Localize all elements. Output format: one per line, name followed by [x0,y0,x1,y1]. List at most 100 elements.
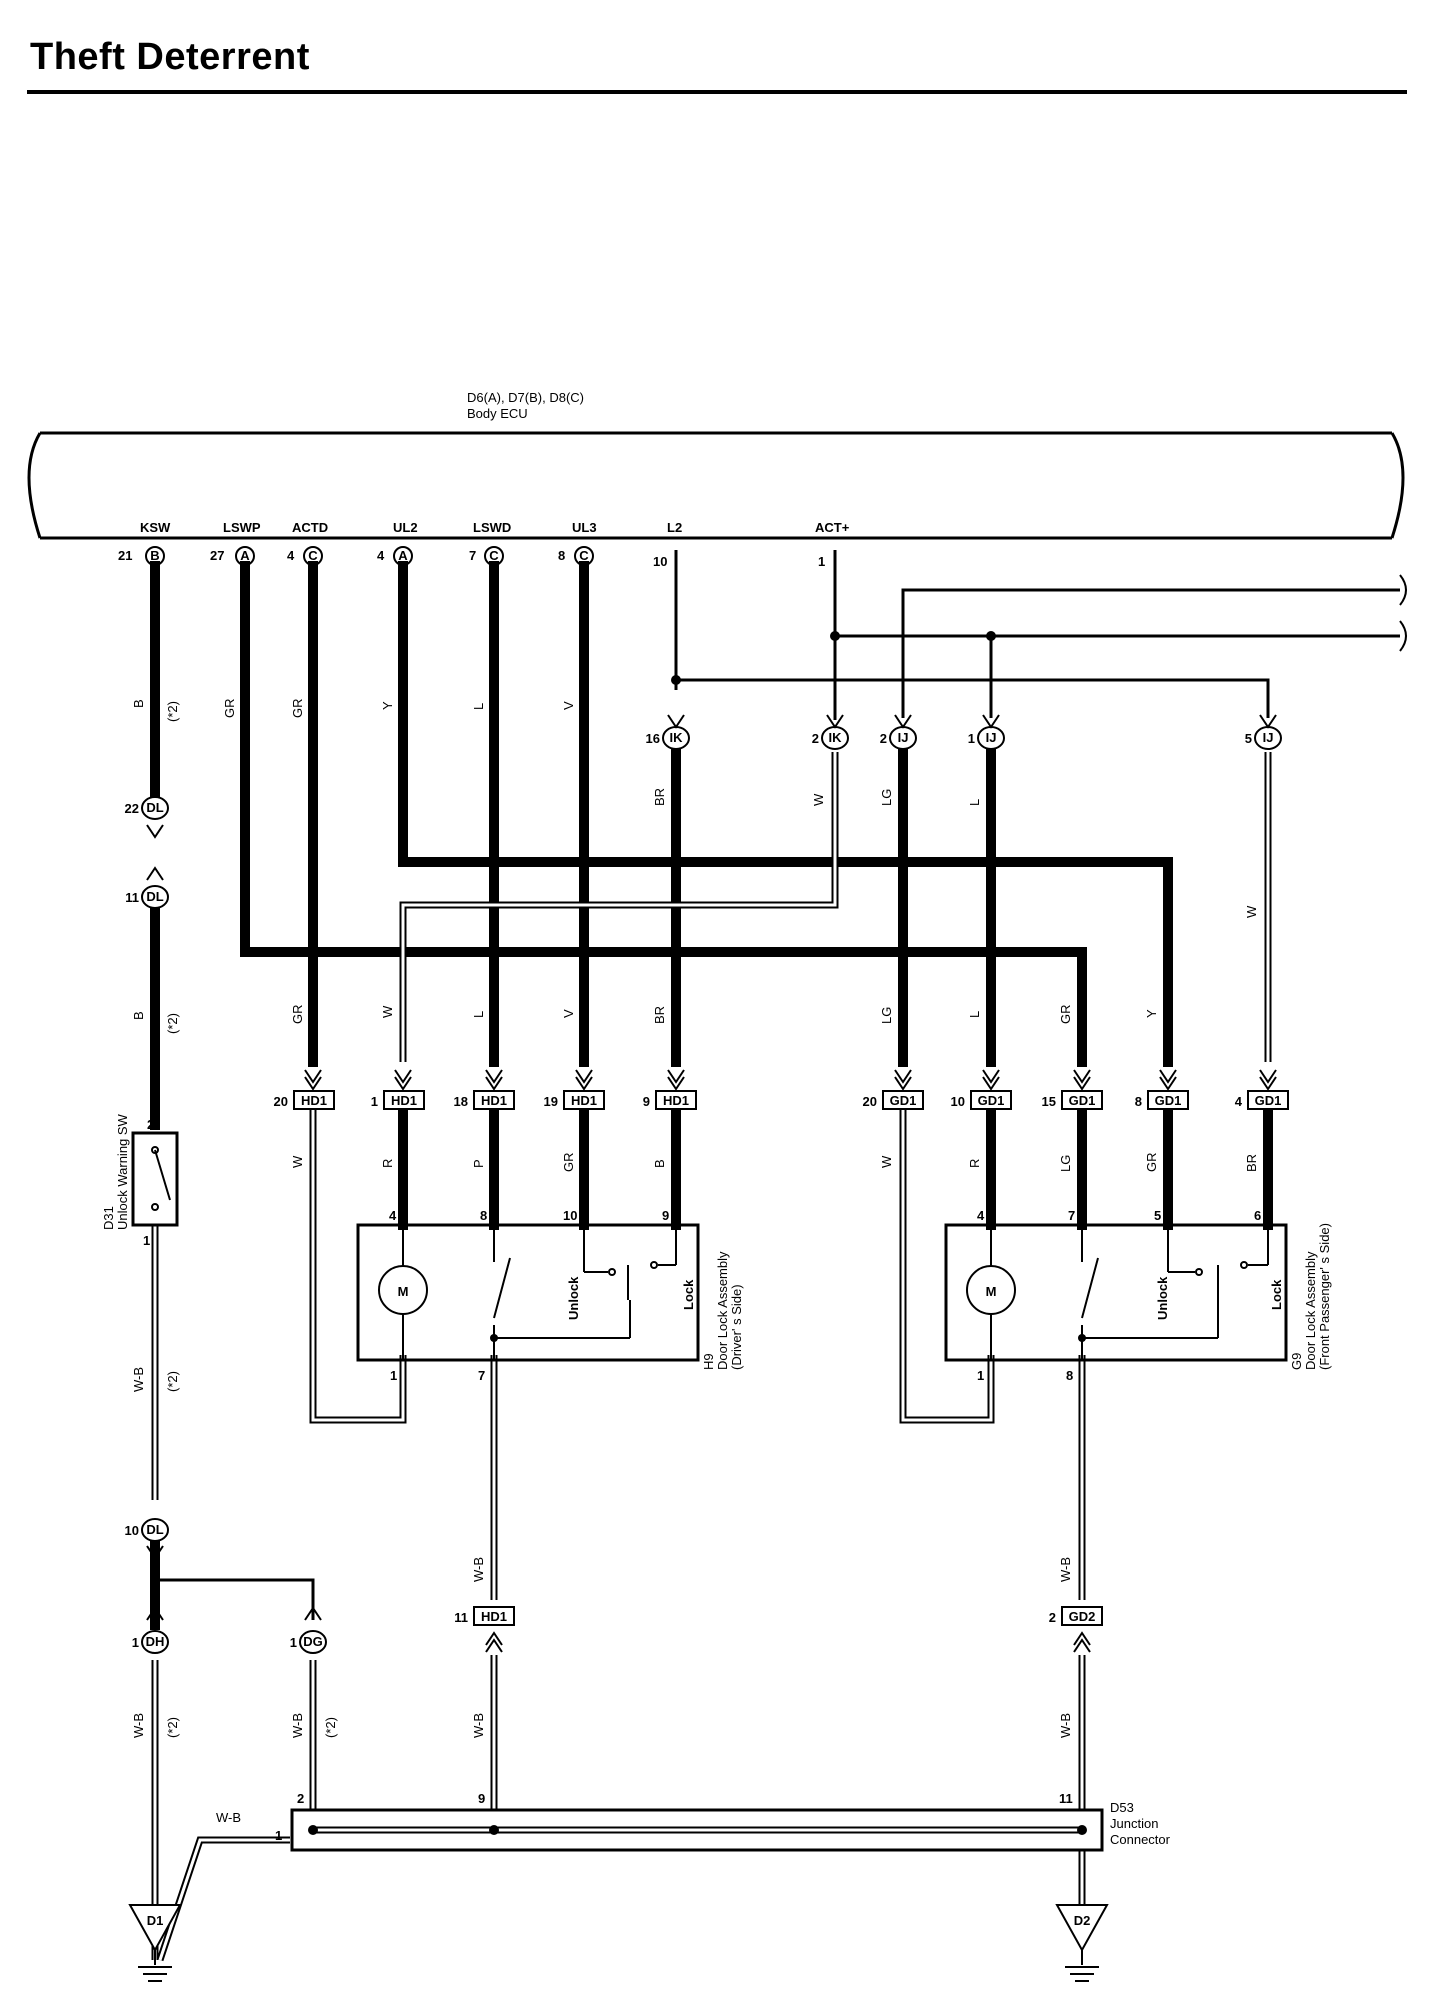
svg-text:GR: GR [290,1005,305,1025]
svg-text:4: 4 [389,1208,397,1223]
svg-text:16: 16 [646,731,660,746]
svg-text:P: P [471,1159,486,1168]
signal-actd: ACTD [292,520,328,535]
svg-text:HD1: HD1 [301,1093,327,1108]
svg-text:W-B: W-B [216,1810,241,1825]
ecu-pin-act-plus: 1 [818,554,825,569]
svg-text:11: 11 [1059,1791,1073,1806]
driver-door-side: (Driver' s Side) [729,1284,744,1370]
inline-connector-codes: IK IK IJ IJ IJ DL DL DL DH DG [146,730,1274,1649]
svg-text:L: L [471,1011,486,1018]
svg-text:A: A [240,548,250,563]
svg-text:1: 1 [371,1094,378,1109]
svg-text:2: 2 [812,731,819,746]
svg-text:GD1: GD1 [978,1093,1005,1108]
svg-text:15: 15 [1042,1094,1056,1109]
title-rule [27,90,1407,94]
passenger-door-id: G9 [1289,1353,1304,1370]
svg-text:L: L [967,1011,982,1018]
svg-text:10: 10 [951,1094,965,1109]
svg-text:W-B: W-B [131,1367,146,1392]
junction-connector-d53 [290,1808,1104,1852]
signal-lswd: LSWD [473,520,511,535]
svg-text:IK: IK [829,730,843,745]
svg-text:W: W [380,1005,395,1018]
svg-text:GR: GR [222,699,237,719]
signal-act-plus: ACT+ [815,520,850,535]
svg-text:W: W [1244,905,1259,918]
svg-text:C: C [308,548,318,563]
svg-text:DH: DH [146,1634,165,1649]
svg-text:W-B: W-B [131,1713,146,1738]
svg-text:BR: BR [652,788,667,806]
svg-text:B: B [652,1159,667,1168]
thin-wires [155,550,1400,1620]
svg-text:GR: GR [290,699,305,719]
inline-connectors-top [141,726,1282,1654]
passenger-unlock-label: Unlock [1155,1276,1170,1320]
svg-text:11: 11 [454,1610,468,1625]
ecu-pin-actd: 4 [287,548,295,563]
svg-text:IJ: IJ [898,730,909,745]
driver-lock-label: Lock [681,1279,696,1310]
svg-text:W-B: W-B [471,1557,486,1582]
svg-text:IJ: IJ [986,730,997,745]
driver-junction-dot [490,1334,498,1342]
svg-text:HD1: HD1 [663,1093,689,1108]
svg-text:DL: DL [146,800,163,815]
driver-unlock-label: Unlock [566,1276,581,1320]
svg-text:GD2: GD2 [1069,1609,1096,1624]
switch-id: D31 [101,1206,116,1230]
svg-text:2: 2 [297,1791,304,1806]
junction-pins: 1 2 9 11 [275,1791,1073,1843]
signal-lswp: LSWP [223,520,261,535]
svg-text:7: 7 [1068,1208,1075,1223]
ground-d1-label: D1 [147,1913,164,1928]
svg-text:R: R [967,1159,982,1168]
svg-text:LG: LG [1058,1155,1073,1172]
thick-wires [150,561,1273,1630]
svg-text:9: 9 [478,1791,485,1806]
svg-text:V: V [561,1009,576,1018]
passenger-junction-dot [1078,1334,1086,1342]
svg-text:1: 1 [968,731,975,746]
ground-d1 [128,1904,182,1982]
ecu-pin-lswd: 7 [469,548,476,563]
svg-text:10: 10 [125,1523,139,1538]
signal-l2: L2 [667,520,682,535]
svg-text:11: 11 [125,890,139,905]
svg-text:10: 10 [563,1208,577,1223]
svg-text:A: A [398,548,408,563]
svg-text:GD1: GD1 [1255,1093,1282,1108]
svg-text:HD1: HD1 [481,1609,507,1624]
svg-text:IJ: IJ [1263,730,1274,745]
driver-door-pins: 4 8 10 9 1 7 [389,1208,669,1383]
svg-text:(*2): (*2) [165,1371,180,1392]
passenger-door-side: (Front Passenger' s Side) [1317,1223,1332,1370]
hd1-gd1-boxes [293,1090,1289,1626]
ecu-name-label: Body ECU [467,406,528,421]
signal-ul3: UL3 [572,520,597,535]
svg-text:1: 1 [390,1368,397,1383]
passenger-door-lock-assembly [944,1223,1288,1362]
svg-text:HD1: HD1 [391,1093,417,1108]
svg-text:8: 8 [1066,1368,1073,1383]
svg-text:W-B: W-B [1058,1557,1073,1582]
svg-text:W: W [879,1155,894,1168]
svg-text:C: C [579,548,589,563]
svg-text:18: 18 [454,1094,468,1109]
svg-text:W-B: W-B [1058,1713,1073,1738]
svg-text:HD1: HD1 [481,1093,507,1108]
ecu-terminal-markers [145,546,594,566]
svg-text:5: 5 [1245,731,1252,746]
svg-text:IK: IK [670,730,684,745]
driver-door-name: Door Lock Assembly [715,1251,730,1370]
svg-text:5: 5 [1154,1208,1161,1223]
junction-dots [150,631,996,1585]
svg-text:8: 8 [1135,1094,1142,1109]
svg-text:7: 7 [478,1368,485,1383]
svg-text:L: L [471,703,486,710]
svg-text:GR: GR [1144,1153,1159,1173]
signal-ul2: UL2 [393,520,418,535]
